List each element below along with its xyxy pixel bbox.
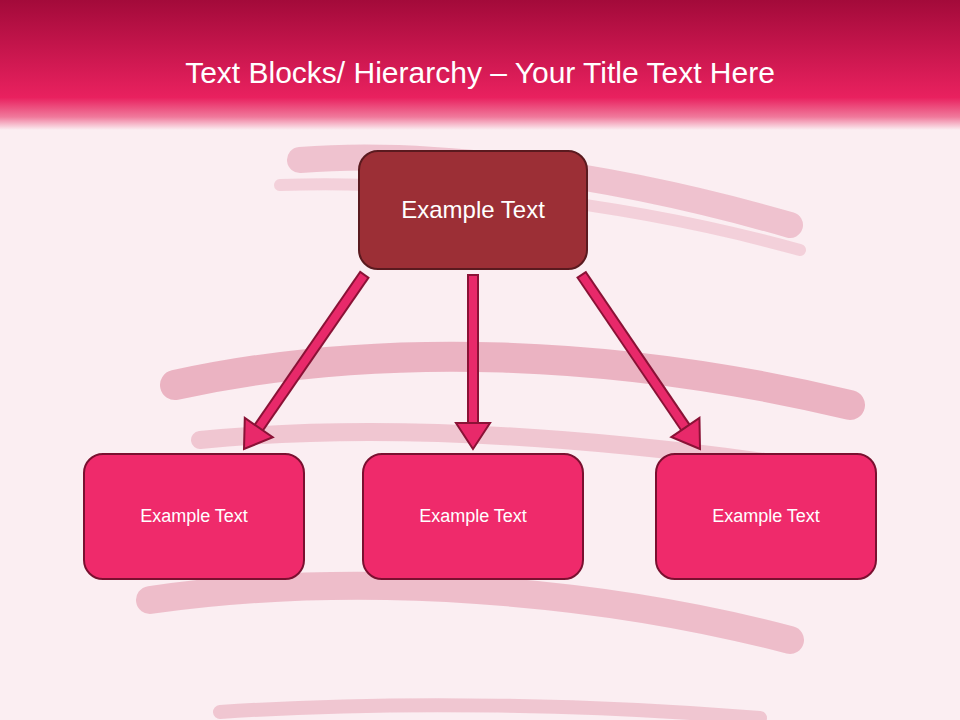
arrow-head [671,418,700,449]
box-label: Example Text [419,506,527,527]
child-box: Example Text [655,453,877,580]
box-label: Example Text [140,506,248,527]
arrow-connector [581,274,700,449]
parent-box: Example Text [358,150,588,270]
brush-stroke [220,705,760,718]
box-label: Example Text [401,196,545,224]
box-label: Example Text [712,506,820,527]
arrow-connector [456,274,490,449]
brush-stroke [150,586,790,640]
arrow-shaft [582,276,686,429]
arrow-shaft [469,276,477,425]
arrow-head [244,418,273,449]
child-box: Example Text [362,453,584,580]
slide-title: Text Blocks/ Hierarchy – Your Title Text… [0,56,960,90]
arrow-head [456,423,490,449]
arrow-connector [244,274,365,449]
child-box: Example Text [83,453,305,580]
arrow-shaft [258,276,364,430]
header-band [0,0,960,130]
